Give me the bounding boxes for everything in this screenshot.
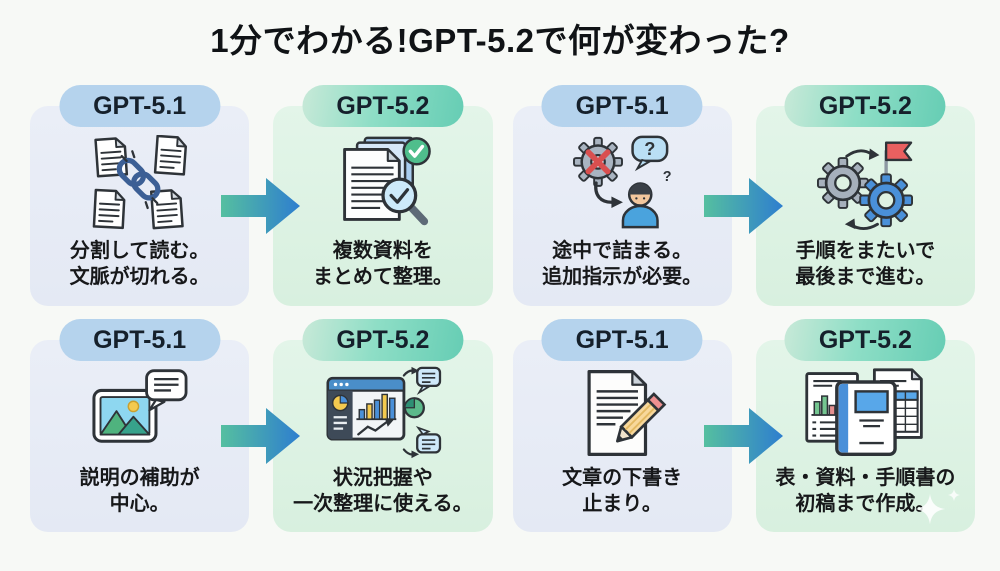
image-speech-bubble-icon: [88, 365, 192, 460]
chart-report-manual-documents-icon: [803, 365, 927, 460]
caption-line: 途中で詰まる。: [552, 240, 693, 262]
caption-line: 追加指示が必要。: [542, 266, 703, 288]
svg-text:?: ?: [663, 169, 672, 185]
pair1-new-model-badge: GPT-5.2: [302, 85, 464, 127]
pair2-old-model-badge: GPT-5.1: [541, 85, 703, 127]
pair-1: GPT-5.1: [30, 85, 493, 306]
caption-line: 状況把握や: [332, 467, 433, 489]
transition-arrow-icon: [703, 173, 784, 239]
caption-line: 文脈が切れる。: [69, 266, 210, 288]
caption-line: 最後まで進む。: [795, 266, 936, 288]
pair4-new-caption: 表・資料・手順書の 初稿まで作成。: [775, 465, 955, 517]
pair2-old-card: GPT-5.1: [512, 85, 732, 306]
pair1-new-card: GPT-5.2: [273, 85, 493, 306]
pair4-old-model-badge: GPT-5.1: [541, 319, 703, 361]
caption-line: 初稿まで作成。: [795, 493, 936, 515]
pair3-new-caption: 状況把握や 一次整理に使える。: [293, 465, 472, 517]
svg-text:?: ?: [644, 138, 655, 159]
pair1-old-card: GPT-5.1: [30, 85, 250, 306]
transition-arrow-icon: [221, 173, 301, 239]
pair-4: GPT-5.1: [512, 319, 975, 532]
pair4-new-card: GPT-5.2: [755, 319, 975, 532]
pair3-new-card: GPT-5.2: [273, 319, 493, 532]
caption-line: まとめて整理。: [312, 266, 453, 288]
pair4-old-card: GPT-5.1: [512, 319, 732, 532]
pair4-old-caption: 文章の下書き 止まり。: [562, 465, 682, 517]
split-documents-broken-chain-icon: [87, 133, 193, 233]
transition-arrow-icon: [221, 403, 301, 469]
caption-line: 手順をまたいで: [795, 240, 936, 262]
pair4-new-model-badge: GPT-5.2: [784, 319, 946, 361]
caption-line: 分割して読む。: [69, 240, 210, 262]
pair2-new-model-badge: GPT-5.2: [784, 85, 946, 127]
pair1-new-caption: 複数資料を まとめて整理。: [313, 238, 453, 290]
caption-line: 一次整理に使える。: [293, 493, 473, 515]
page-title: 1分でわかる!GPT-5.2で何が変わった?: [210, 22, 790, 59]
caption-line: 中心。: [109, 493, 170, 515]
infographic-page: 1分でわかる!GPT-5.2で何が変わった? GPT-5.1: [0, 14, 1000, 571]
caption-line: 複数資料を: [332, 240, 433, 262]
pair-2: GPT-5.1: [512, 85, 975, 306]
caption-line: 文章の下書き: [562, 467, 683, 489]
comparison-board: GPT-5.1: [0, 85, 1000, 532]
pair2-new-caption: 手順をまたいで 最後まで進む。: [795, 238, 935, 290]
dashboard-analysis-icon: [324, 365, 442, 460]
caption-line: 説明の補助が: [79, 467, 200, 489]
pair2-new-card: GPT-5.2: [755, 85, 975, 306]
pair1-old-model-badge: GPT-5.1: [59, 85, 221, 127]
pair3-old-card: GPT-5.1 説: [30, 319, 250, 532]
gear-error-person-question-icon: ? ?: [569, 133, 675, 233]
caption-line: 止まり。: [582, 493, 662, 515]
row-2: GPT-5.1 説: [30, 319, 975, 532]
caption-line: 表・資料・手順書の: [775, 467, 956, 489]
transition-arrow-icon: [703, 403, 784, 469]
pair3-old-caption: 説明の補助が 中心。: [80, 465, 200, 517]
document-pencil-draft-icon: [570, 365, 674, 460]
pair-3: GPT-5.1 説: [30, 319, 493, 532]
gears-goal-flag-icon: [812, 133, 918, 233]
sparkle-decoration-icon: [947, 488, 961, 502]
pair1-old-caption: 分割して読む。 文脈が切れる。: [70, 238, 210, 290]
documents-magnifier-check-icon: [330, 133, 436, 233]
sparkle-decoration-icon: [914, 493, 946, 525]
pair3-old-model-badge: GPT-5.1: [59, 319, 221, 361]
pair2-old-caption: 途中で詰まる。 追加指示が必要。: [542, 238, 702, 290]
pair3-new-model-badge: GPT-5.2: [302, 319, 464, 361]
row-1: GPT-5.1: [30, 85, 975, 306]
